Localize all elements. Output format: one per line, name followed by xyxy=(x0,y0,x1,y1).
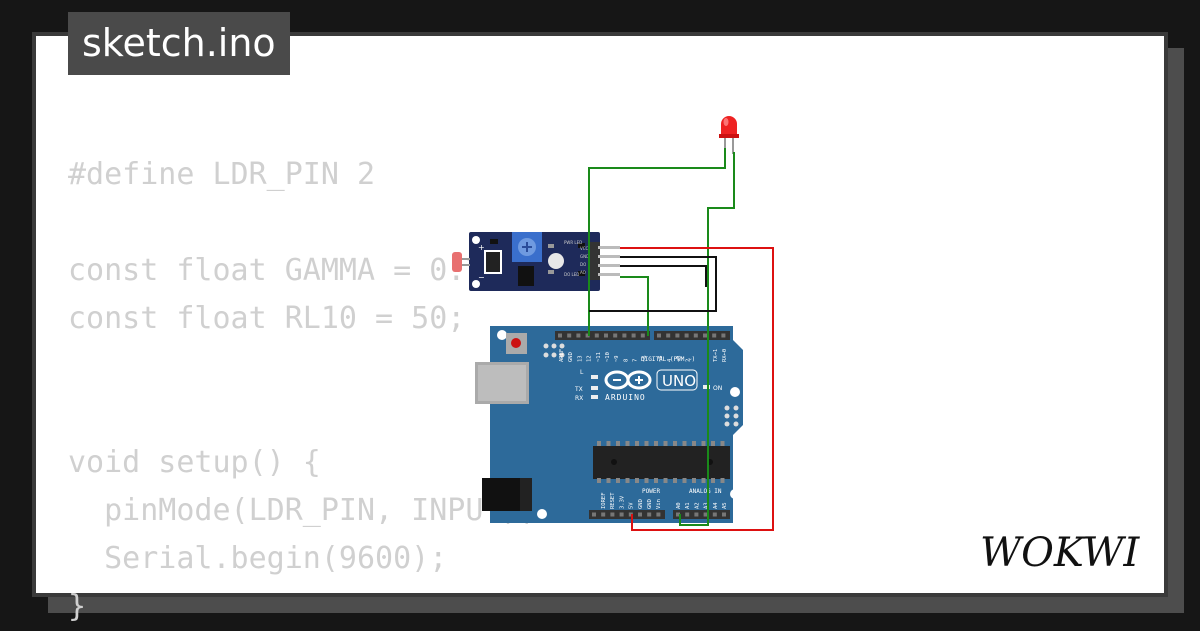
black-wire-gnd[interactable] xyxy=(589,256,717,312)
pin-label: ~11 xyxy=(596,352,602,362)
pin-label: A0 xyxy=(676,502,682,509)
sensor-pin-label: VCC xyxy=(580,246,589,251)
red-wire-vcc[interactable] xyxy=(620,247,774,531)
svg-text:+: + xyxy=(478,243,485,252)
arduino-uno-board[interactable]: DIGITAL (PWM ~) POWER ANALOG IN UNO ARDU… xyxy=(475,326,743,523)
svg-text:−: − xyxy=(478,273,485,282)
do-led-label: DO LED xyxy=(564,272,579,277)
pin-label: TX→1 xyxy=(713,349,719,362)
digital-header-label: DIGITAL (PWM ~) xyxy=(641,356,695,363)
pin-label: GND xyxy=(638,499,644,509)
sensor-pin-label: GND xyxy=(580,254,589,259)
green-wire-led-cathode[interactable] xyxy=(588,148,726,336)
red-led[interactable] xyxy=(719,116,739,158)
pin-label: 13 xyxy=(577,355,583,362)
pin-label: A4 xyxy=(713,502,719,509)
pin-label: ~3 xyxy=(676,355,682,362)
digital-header-right xyxy=(654,331,730,340)
pin-label: ~10 xyxy=(605,352,611,362)
on-led-label: ON xyxy=(713,385,722,392)
pwr-led-label: PWR LED xyxy=(564,240,582,245)
rx-led-label: RX xyxy=(575,395,583,402)
pin-label: 5V xyxy=(629,502,635,509)
photoresistor xyxy=(452,252,462,272)
code-line: #define LDR_PIN 2 xyxy=(68,157,376,192)
pin-label: RX←0 xyxy=(722,349,728,362)
sensor-pin-label: AO xyxy=(580,270,586,275)
code-line: const float RL10 = 50; xyxy=(68,301,466,336)
code-line: } xyxy=(68,589,87,624)
ldr-sensor-module[interactable]: + − PWR LED DO LED VCC GND DO AO xyxy=(452,232,620,291)
pin-label: GND xyxy=(647,499,653,509)
wires xyxy=(588,148,774,531)
board-maker-label: ARDUINO xyxy=(605,393,646,402)
wokwi-logo-text: WOKWI xyxy=(980,530,1140,576)
code-line: void setup() { xyxy=(68,445,321,480)
wokwi-logo: WOKWI xyxy=(980,530,1140,576)
pin-label: ~6 xyxy=(642,355,648,362)
code-line: const float GAMMA = 0.7; xyxy=(68,253,502,288)
green-wire-sensor-do[interactable] xyxy=(620,276,649,336)
file-tab[interactable]: sketch.ino xyxy=(68,12,290,75)
analog-header xyxy=(673,510,730,519)
pin-label: IOREF xyxy=(601,492,607,509)
pin-label: 4 xyxy=(667,358,673,362)
tx-led-label: TX xyxy=(574,386,583,393)
code-preview: #define LDR_PIN 2 const float GAMMA = 0.7… xyxy=(68,151,538,631)
pin-label: Vin xyxy=(656,499,662,509)
preview-card: #define LDR_PIN 2 const float GAMMA = 0.7… xyxy=(32,32,1168,624)
code-line: Serial.begin(9600); xyxy=(68,541,448,576)
pin-label: 2 xyxy=(686,359,692,362)
pin-label: 3.3V xyxy=(619,495,625,509)
pin-label: A5 xyxy=(722,502,728,509)
power-header xyxy=(589,510,665,519)
pin-label: GND xyxy=(568,352,574,362)
black-wire-gnd-2[interactable] xyxy=(620,265,707,287)
pin-label: A2 xyxy=(694,502,700,509)
digital-header-left xyxy=(555,331,650,340)
board-model-label: UNO xyxy=(662,372,696,390)
analog-header-label: ANALOG IN xyxy=(689,488,722,495)
power-header-label: POWER xyxy=(642,488,660,495)
pin-label: ~5 xyxy=(658,355,664,362)
pin-label: 8 xyxy=(623,359,629,362)
pin-label: 7 xyxy=(633,359,639,362)
pin-label: A3 xyxy=(704,502,710,509)
pin-label: 12 xyxy=(587,355,593,362)
l-led-label: L xyxy=(580,369,584,376)
sensor-pin-label: DO xyxy=(580,262,586,267)
pin-label: AREF xyxy=(559,349,565,362)
green-wire-led-anode[interactable] xyxy=(679,152,735,526)
pin-label: RESET xyxy=(610,492,616,509)
pin-label: ~9 xyxy=(614,355,620,362)
arduino-logo xyxy=(604,370,652,390)
pin-label: A1 xyxy=(685,502,691,509)
